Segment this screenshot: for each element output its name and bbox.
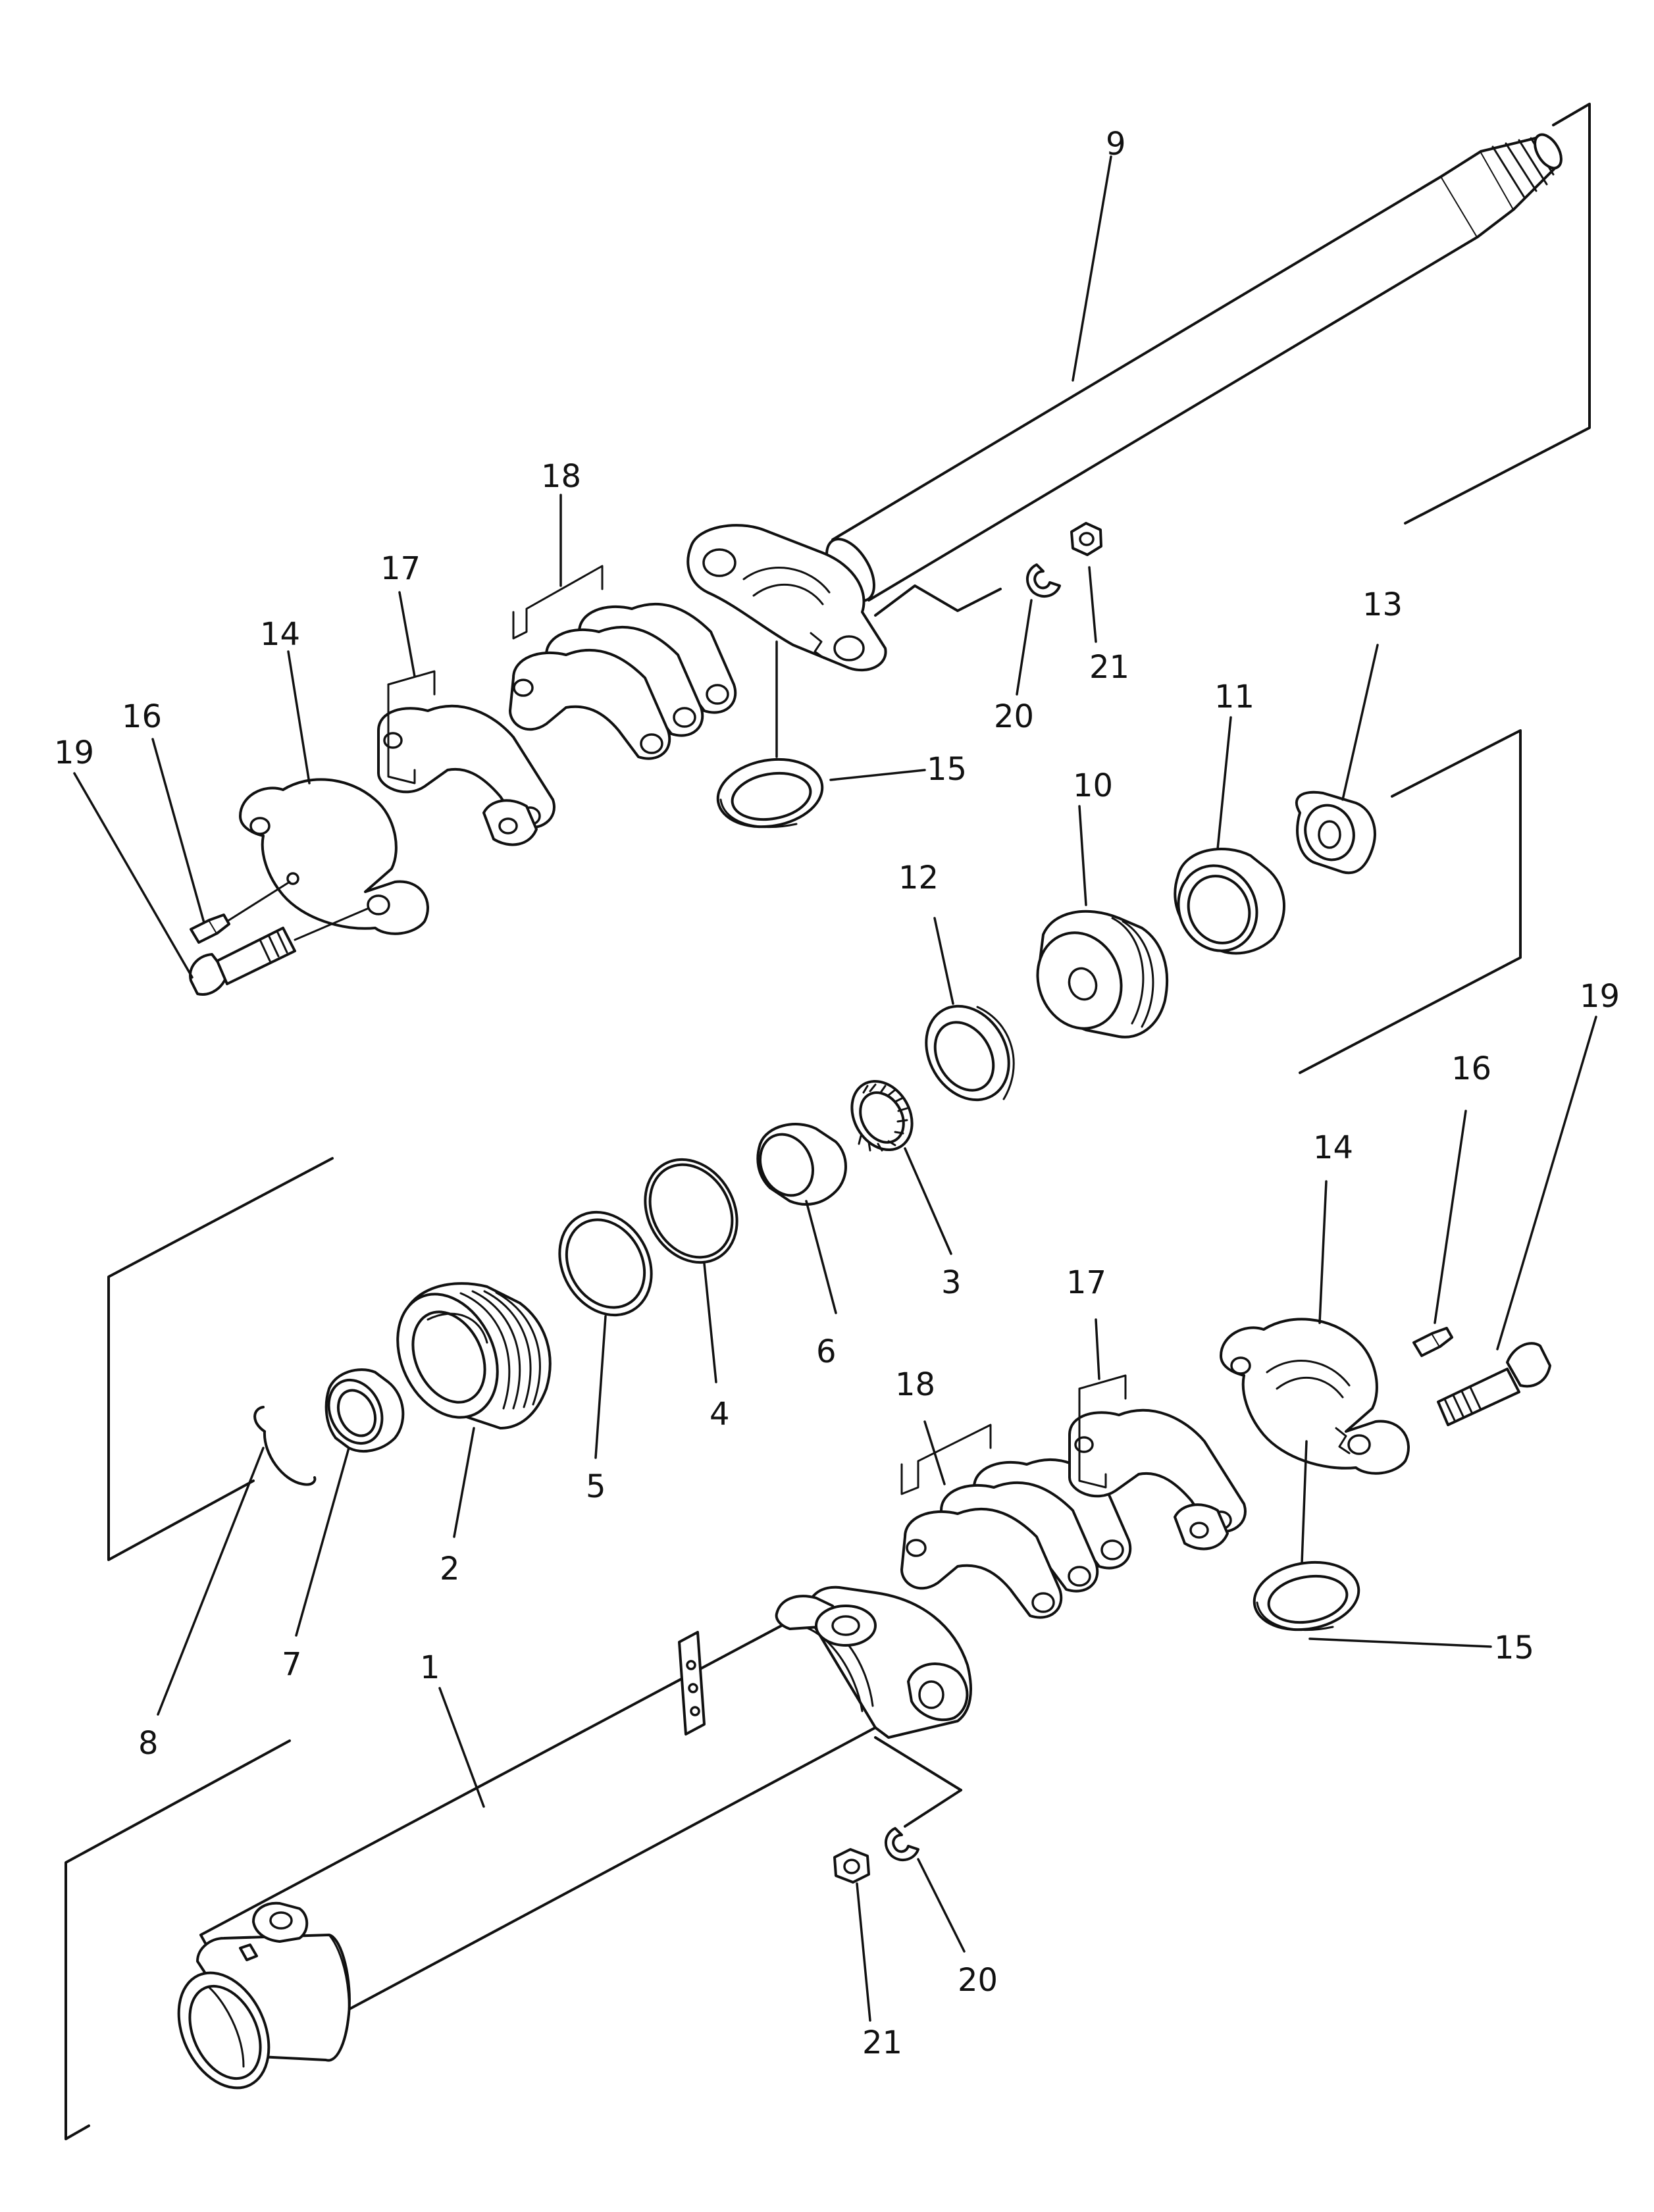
wear-ring-upper [716, 758, 824, 829]
grease-fitting-upper [190, 881, 291, 944]
label-16-lower: 16 [1451, 1050, 1491, 1087]
bushing [756, 1123, 847, 1206]
label-2: 2 [440, 1551, 460, 1587]
label-19-lower: 19 [1580, 978, 1620, 1015]
bolt-lower [1437, 1342, 1551, 1426]
leader-lines [73, 155, 1597, 2022]
label-18-upper: 18 [541, 458, 581, 495]
label-18-lower: 18 [895, 1366, 935, 1403]
ring-3 [850, 1079, 914, 1152]
label-14-upper: 14 [260, 616, 300, 653]
label-5: 5 [586, 1468, 606, 1505]
assembly-frame-lines [65, 103, 1591, 2140]
bearing-cap-upper [239, 778, 429, 935]
label-21-upper: 21 [1089, 649, 1129, 686]
label-17-lower: 17 [1066, 1264, 1106, 1301]
piston-ring [1174, 848, 1285, 955]
cylinder-tube [177, 1585, 972, 2090]
label-19-upper: 19 [54, 734, 94, 771]
label-3: 3 [941, 1264, 962, 1301]
backup-ring [558, 1210, 653, 1317]
o-ring [644, 1158, 738, 1264]
label-15-upper: 15 [927, 751, 967, 788]
shim-upper [377, 670, 556, 846]
label-16-upper: 16 [122, 698, 162, 735]
wear-ring-lower [1253, 1560, 1360, 1632]
label-20-upper: 20 [994, 698, 1034, 735]
clamp-halves-upper [509, 565, 737, 760]
label-7: 7 [282, 1646, 302, 1683]
bearing-cap-lower [1220, 1318, 1410, 1475]
piston-seal [925, 1004, 1015, 1102]
label-21-lower: 21 [862, 2024, 902, 2061]
label-4: 4 [710, 1396, 730, 1433]
piston-rod [686, 133, 1563, 672]
grease-fitting-lower [1412, 1327, 1453, 1357]
piston [1036, 910, 1168, 1039]
label-10: 10 [1073, 767, 1113, 804]
label-1: 1 [420, 1649, 440, 1686]
piston-nut [1295, 790, 1376, 875]
snap-ring-and-nut-upper [1026, 522, 1102, 598]
dust-seal [324, 1368, 405, 1453]
label-13: 13 [1362, 586, 1403, 623]
label-20-lower: 20 [958, 1962, 998, 1999]
label-14-lower: 14 [1313, 1129, 1353, 1166]
snap-ring [253, 1406, 317, 1486]
label-9: 9 [1106, 126, 1126, 163]
label-17-upper: 17 [380, 550, 421, 587]
label-12: 12 [898, 860, 939, 896]
label-6: 6 [816, 1333, 837, 1370]
snap-ring-and-nut-lower [833, 1789, 962, 1884]
part-labels: 9 18 17 14 16 19 15 20 21 13 11 10 12 19… [54, 126, 1620, 2061]
label-8: 8 [138, 1725, 159, 1762]
label-15-lower: 15 [1494, 1630, 1534, 1666]
cylinder-head [396, 1282, 552, 1429]
shim-lower [1068, 1374, 1247, 1551]
bolt-upper [189, 907, 370, 996]
label-11: 11 [1214, 679, 1254, 715]
